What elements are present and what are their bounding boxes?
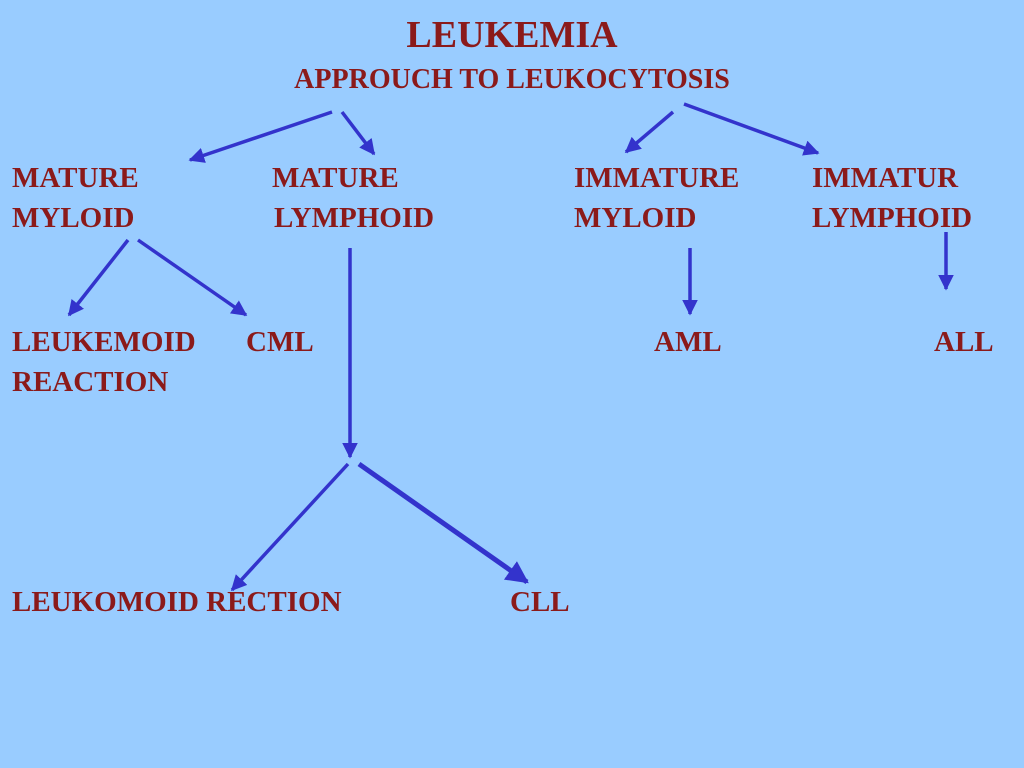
node-immature-myloid-line1: IMMATURE [574, 162, 740, 194]
node-mature-lymphoid-line1: MATURE [272, 162, 399, 194]
node-mature-myloid-line2: MYLOID [12, 202, 135, 234]
arrow-to-immature-lymphoid [683, 102, 820, 156]
node-immature-lymphoid-line2: LYMPHOID [812, 202, 973, 234]
arrow-to-mature-myloid [188, 110, 333, 163]
node-leukomoid-rection: LEUKOMOID RECTION [12, 586, 342, 618]
arrow-to-immature-myloid [624, 110, 675, 154]
arrow-to-cll [357, 461, 529, 585]
node-immature-lymphoid-line1: IMMATUR [812, 162, 959, 194]
arrow-to-cml [137, 238, 248, 317]
diagram-subtitle: APPROUCH TO LEUKOCYTOSIS [294, 64, 730, 95]
arrow-to-leukemoid-reaction [67, 238, 130, 317]
node-leukemoid-reaction-line2: REACTION [12, 366, 169, 398]
node-leukemoid-reaction-line1: LEUKEMOID [12, 326, 196, 358]
arrow-to-mature-lymphoid [340, 110, 376, 156]
arrow-to-leukomoid-rection [230, 462, 350, 592]
node-mature-lymphoid-line2: LYMPHOID [274, 202, 435, 234]
diagram-title: LEUKEMIA [406, 14, 618, 56]
node-all: ALL [934, 326, 994, 358]
node-mature-myloid-line1: MATURE [12, 162, 139, 194]
node-cll: CLL [510, 586, 570, 618]
node-cml: CML [246, 326, 314, 358]
node-immature-myloid-line2: MYLOID [574, 202, 697, 234]
node-aml: AML [654, 326, 722, 358]
